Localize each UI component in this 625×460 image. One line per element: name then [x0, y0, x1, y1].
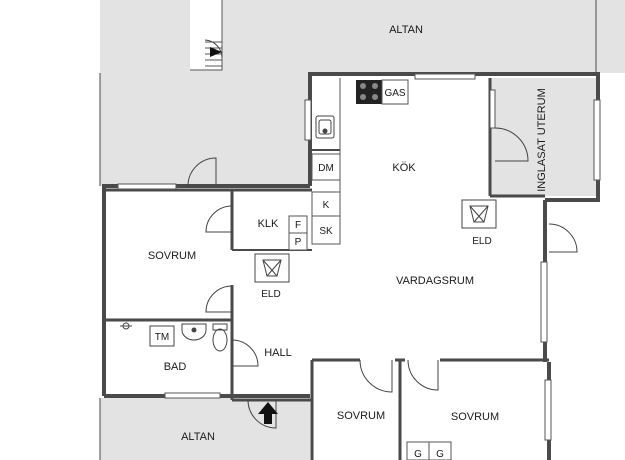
room-label-altan-bottom: ALTAN: [181, 431, 215, 443]
k-label: K: [323, 200, 330, 211]
eld-hall-label: ELD: [261, 289, 280, 300]
g-label-1: G: [414, 449, 422, 460]
arrow-up-icon: [258, 402, 278, 424]
room-label-sovrum-bottom-left: SOVRUM: [337, 410, 385, 422]
appliance-column: [311, 153, 341, 245]
stove-icon: [356, 80, 382, 104]
wardrobe-fp: [288, 215, 308, 251]
arrow-right-icon: [210, 47, 222, 57]
f-label: F: [295, 220, 301, 231]
room-label-bad: BAD: [164, 361, 187, 373]
room-label-hall: HALL: [264, 347, 292, 359]
gas-label: GAS: [384, 88, 405, 99]
washbasin-icon: [181, 323, 207, 341]
room-label-uterum: INGLASAT UTERUM: [536, 88, 548, 192]
doors: [187, 39, 578, 429]
room-label-sovrum-bottom-right: SOVRUM: [451, 411, 499, 423]
dm-label: DM: [318, 163, 334, 174]
fireplace-icon: [254, 253, 290, 283]
room-label-sovrum-left: SOVRUM: [148, 250, 196, 262]
g-label-2: G: [436, 449, 444, 460]
sk-label: SK: [319, 226, 333, 237]
toilet-icon: [212, 323, 228, 352]
room-label-altan-top: ALTAN: [389, 24, 423, 36]
balcony-bottom: [100, 398, 310, 460]
fireplace-icon: [461, 199, 497, 229]
room-label-klk: KLK: [258, 218, 279, 230]
balcony-top: [100, 0, 625, 196]
tm-label: TM: [155, 332, 169, 343]
bathroom-fixtures: [120, 322, 175, 347]
garderobe-units: [406, 441, 452, 460]
p-label: P: [295, 237, 302, 248]
windows: [117, 73, 601, 441]
sink-icon: [315, 115, 335, 139]
interior-floor: [104, 78, 549, 460]
room-label-kok: KÖK: [392, 162, 416, 174]
eld-kitchen-label: ELD: [472, 236, 491, 247]
room-label-vardagsrum: VARDAGSRUM: [396, 275, 474, 287]
